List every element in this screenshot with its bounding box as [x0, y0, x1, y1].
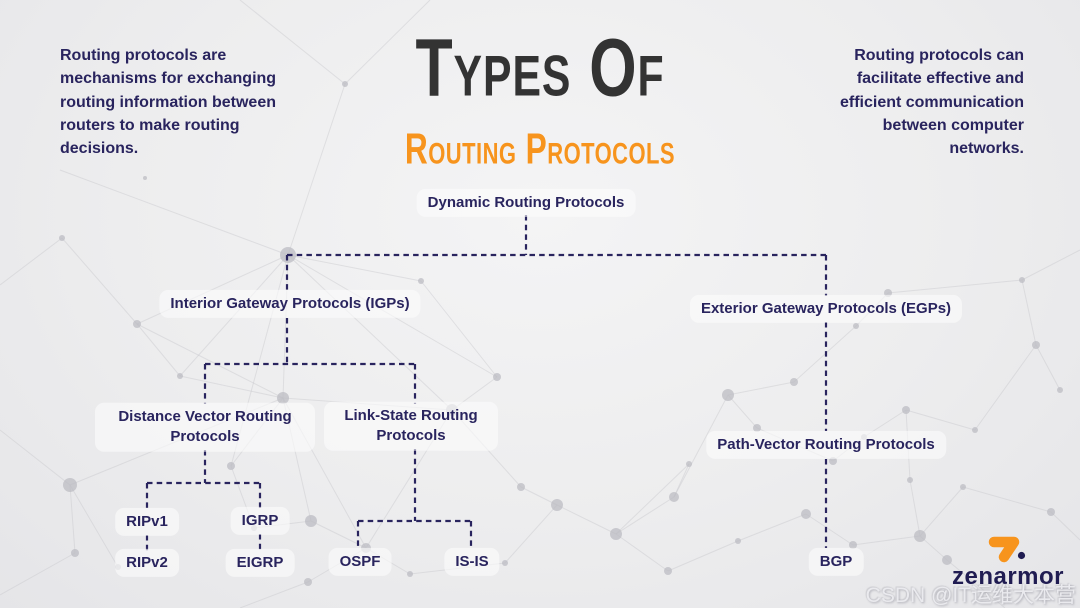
node-isis: IS-IS [444, 547, 500, 577]
csdn-watermark: CSDN @IT运维大本营 [865, 584, 1076, 607]
intro-paragraph-right: Routing protocols can facilitate effecti… [839, 47, 1024, 158]
node-ripv1: RIPv1 [115, 507, 179, 537]
node-distance-vector-routing-protocols: Distance Vector Routing Protocols [95, 402, 315, 452]
node-bgp: BGP [808, 547, 864, 577]
page-title: Types Of [415, 21, 665, 114]
intro-paragraph-left: Routing protocols are mechanisms for exc… [60, 47, 277, 158]
node-ospf: OSPF [328, 547, 392, 577]
node-interior-gateway-protocols: Interior Gateway Protocols (IGPs) [159, 289, 421, 319]
page-subtitle: Routing Protocols [404, 124, 676, 174]
zenarmor-wordmark: zenarmor [951, 563, 1065, 590]
node-exterior-gateway-protocols: Exterior Gateway Protocols (EGPs) [689, 294, 963, 324]
node-path-vector-routing-protocols: Path-Vector Routing Protocols [706, 430, 946, 460]
node-igrp: IGRP [230, 506, 290, 536]
node-eigrp: EIGRP [225, 548, 295, 578]
node-dynamic-routing-protocols: Dynamic Routing Protocols [416, 188, 636, 218]
zenarmor-arrow-icon [988, 536, 1026, 563]
node-link-state-routing-protocols: Link-State Routing Protocols [324, 401, 498, 451]
node-ripv2: RIPv2 [115, 548, 179, 578]
